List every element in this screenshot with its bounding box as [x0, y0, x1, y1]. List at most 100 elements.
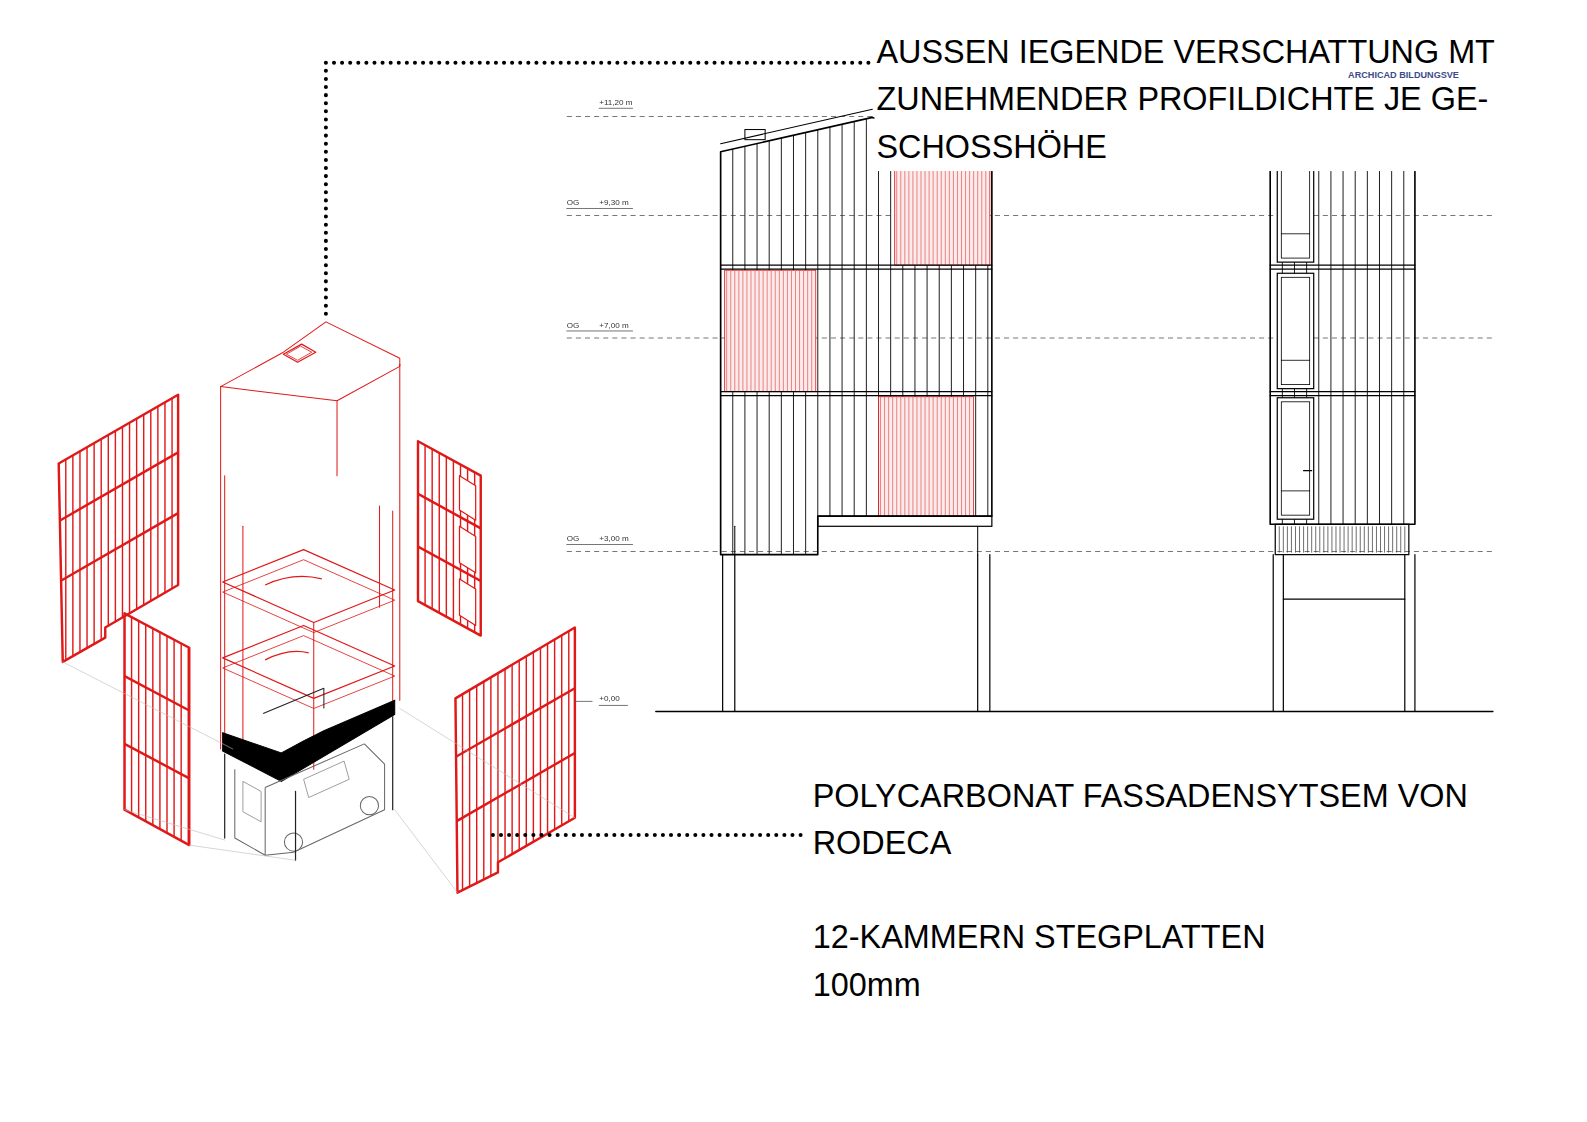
profile-line: [431, 304, 432, 911]
level-mark: [567, 330, 633, 331]
profile-line: [1340, 526, 1341, 552]
window-transom: [1281, 360, 1309, 361]
panel-band: [59, 452, 178, 521]
floor-line: [721, 391, 992, 392]
profile-line: [755, 270, 756, 391]
profile-line: [166, 304, 167, 911]
floor-line: [1270, 265, 1415, 266]
profile-line: [803, 270, 804, 391]
column: [379, 506, 380, 607]
profile-line: [742, 270, 743, 391]
profile-line: [783, 270, 784, 391]
profile-line: [65, 304, 66, 911]
profile-line: [904, 397, 905, 516]
profile-line: [1372, 526, 1373, 552]
level-mark: [567, 208, 633, 209]
facade-outline: [1270, 152, 1415, 524]
profile-line: [779, 270, 780, 391]
column: [392, 717, 393, 810]
profile-line: [131, 304, 132, 911]
profile-line: [439, 304, 440, 911]
panel-band: [124, 744, 189, 778]
profile-line: [842, 101, 843, 567]
profile-line: [811, 270, 812, 391]
profile-line: [150, 304, 151, 911]
level-mark: [599, 705, 627, 706]
profile-line: [1303, 526, 1304, 552]
floor-line: [721, 269, 992, 270]
column: [977, 526, 978, 554]
floor-slab: [223, 625, 395, 698]
profile-line: [888, 397, 889, 516]
profile-line: [1279, 526, 1280, 552]
projection-line: [124, 810, 224, 840]
stair-opening: [265, 651, 309, 660]
leader-line: [493, 833, 805, 837]
van: [265, 744, 384, 855]
profile-line: [738, 270, 739, 391]
profile-line: [763, 270, 764, 391]
window-frame: [1281, 161, 1309, 258]
window: [1277, 157, 1313, 262]
profile-line: [511, 304, 512, 911]
facade-panel: [59, 395, 178, 662]
profile-line: [518, 304, 519, 911]
profile-line: [171, 304, 172, 911]
profile-line: [866, 101, 867, 567]
profile-line: [767, 270, 768, 391]
profile-line: [759, 270, 760, 391]
level-line: [567, 215, 1493, 216]
profile-line: [730, 270, 731, 391]
profile-line: [734, 270, 735, 391]
ground-line: [656, 711, 1493, 713]
profile-line: [791, 270, 792, 391]
profile-line: [1391, 152, 1392, 524]
profile-line: [547, 304, 548, 911]
level-mark: [567, 544, 633, 545]
profile-line: [453, 304, 454, 911]
profile-line: [750, 270, 751, 391]
column: [989, 555, 990, 712]
profile-line: [1352, 526, 1353, 552]
panel-profiles: [59, 304, 172, 911]
profile-line: [561, 304, 562, 911]
profile-line: [1379, 152, 1380, 524]
profile-line: [945, 397, 946, 516]
profile-line: [424, 304, 425, 911]
shading-profiles: [727, 270, 812, 391]
profile-line: [921, 397, 922, 516]
profile-line: [1392, 526, 1393, 552]
profile-line: [533, 304, 534, 911]
level-height: +3,00 m: [599, 534, 628, 544]
projection-line: [400, 708, 575, 817]
panel-band: [455, 753, 574, 822]
column: [977, 555, 978, 712]
floor-line: [1270, 395, 1415, 396]
window-transom: [1281, 233, 1309, 234]
profile-line: [908, 397, 909, 516]
profile-line: [1318, 152, 1319, 524]
panel-band: [124, 676, 189, 710]
profile-line: [164, 304, 165, 911]
column: [1404, 555, 1405, 712]
profile-line: [58, 304, 59, 911]
profile-line: [1315, 526, 1316, 552]
van: [235, 769, 265, 855]
window: [459, 579, 475, 626]
profile-line: [1344, 526, 1345, 552]
column: [1283, 555, 1284, 712]
profile-line: [771, 270, 772, 391]
profile-line: [554, 304, 555, 911]
profile-line: [108, 304, 109, 911]
window: [1277, 398, 1313, 519]
panel-band: [59, 513, 178, 582]
van-window: [243, 781, 261, 821]
profile-line: [1384, 526, 1385, 552]
profile-line: [138, 304, 139, 911]
core-edge: [337, 401, 338, 476]
floor-line: [1270, 269, 1415, 270]
profile-line: [1327, 526, 1328, 552]
profile-line: [892, 397, 893, 516]
level-line: [567, 551, 1493, 552]
